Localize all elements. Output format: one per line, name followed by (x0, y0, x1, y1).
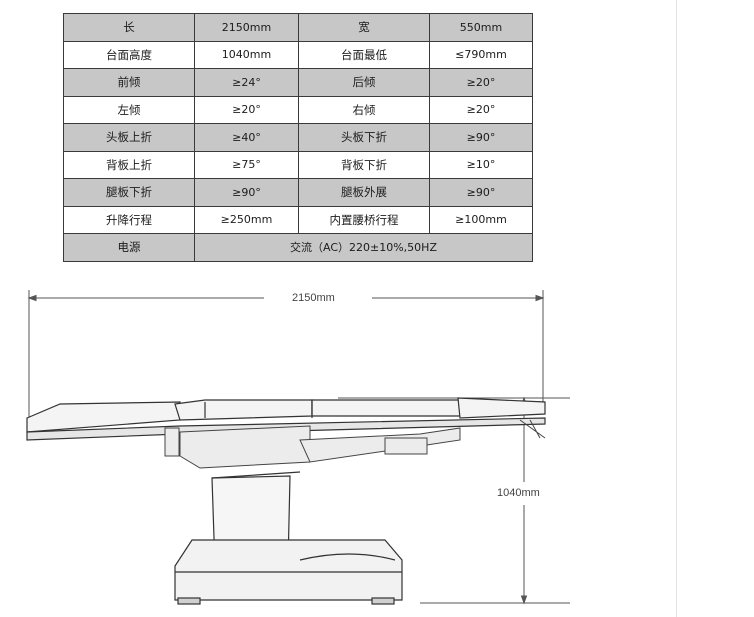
spec-label: 升降行程 (63, 205, 195, 234)
spec-value: ≥20° (429, 95, 533, 124)
spec-value: ≥20° (194, 95, 299, 124)
spec-value: ≥90° (429, 178, 533, 207)
spec-value: ≥24° (194, 68, 299, 97)
spec-row: 台面高度 1040mm 台面最低 ≤790mm (63, 40, 533, 69)
height-dimension-label: 1040mm (497, 487, 540, 499)
page-divider (676, 0, 677, 617)
spec-value: ≥20° (429, 68, 533, 97)
spec-row: 长 2150mm 宽 550mm (63, 13, 533, 42)
spec-value: 1040mm (194, 40, 299, 69)
spec-label: 右倾 (298, 95, 430, 124)
spec-label: 内置腰桥行程 (298, 205, 430, 234)
spec-value: ≥90° (429, 123, 533, 152)
table-base (174, 539, 403, 605)
spec-label: 左倾 (63, 95, 195, 124)
power-value: 交流（AC）220±10%,50HZ (194, 233, 533, 262)
length-dimension-line (27, 290, 545, 440)
spec-row: 前倾 ≥24° 后倾 ≥20° (63, 68, 533, 97)
spec-row: 腿板下折 ≥90° 腿板外展 ≥90° (63, 178, 533, 207)
length-dimension-label: 2150mm (292, 292, 335, 304)
spec-value: ≥90° (194, 178, 299, 207)
spec-label: 背板上折 (63, 150, 195, 179)
spec-value: ≥10° (429, 150, 533, 179)
spec-value: ≤790mm (429, 40, 533, 69)
spec-value: 2150mm (194, 13, 299, 42)
spec-row: 升降行程 ≥250mm 内置腰桥行程 ≥100mm (63, 205, 533, 234)
spec-label: 宽 (298, 13, 430, 42)
spec-value: ≥40° (194, 123, 299, 152)
spec-label: 腿板外展 (298, 178, 430, 207)
spec-label: 前倾 (63, 68, 195, 97)
operating-table-drawing (26, 290, 570, 605)
spec-label: 台面最低 (298, 40, 430, 69)
spec-label: 台面高度 (63, 40, 195, 69)
spec-value: ≥100mm (429, 205, 533, 234)
spec-label: 头板下折 (298, 123, 430, 152)
spec-value: ≥250mm (194, 205, 299, 234)
spec-row: 左倾 ≥20° 右倾 ≥20° (63, 95, 533, 124)
spec-value: 550mm (429, 13, 533, 42)
spec-label: 长 (63, 13, 195, 42)
spec-table: 长 2150mm 宽 550mm 台面高度 1040mm 台面最低 ≤790mm… (63, 13, 533, 262)
spec-label: 后倾 (298, 68, 430, 97)
spec-row: 头板上折 ≥40° 头板下折 ≥90° (63, 123, 533, 152)
power-row: 电源 交流（AC）220±10%,50HZ (63, 233, 533, 262)
table-mechanism (164, 419, 546, 469)
spec-label: 头板上折 (63, 123, 195, 152)
spec-value: ≥75° (194, 150, 299, 179)
power-label: 电源 (63, 233, 195, 262)
spec-row: 背板上折 ≥75° 背板下折 ≥10° (63, 150, 533, 179)
spec-label: 腿板下折 (63, 178, 195, 207)
spec-label: 背板下折 (298, 150, 430, 179)
